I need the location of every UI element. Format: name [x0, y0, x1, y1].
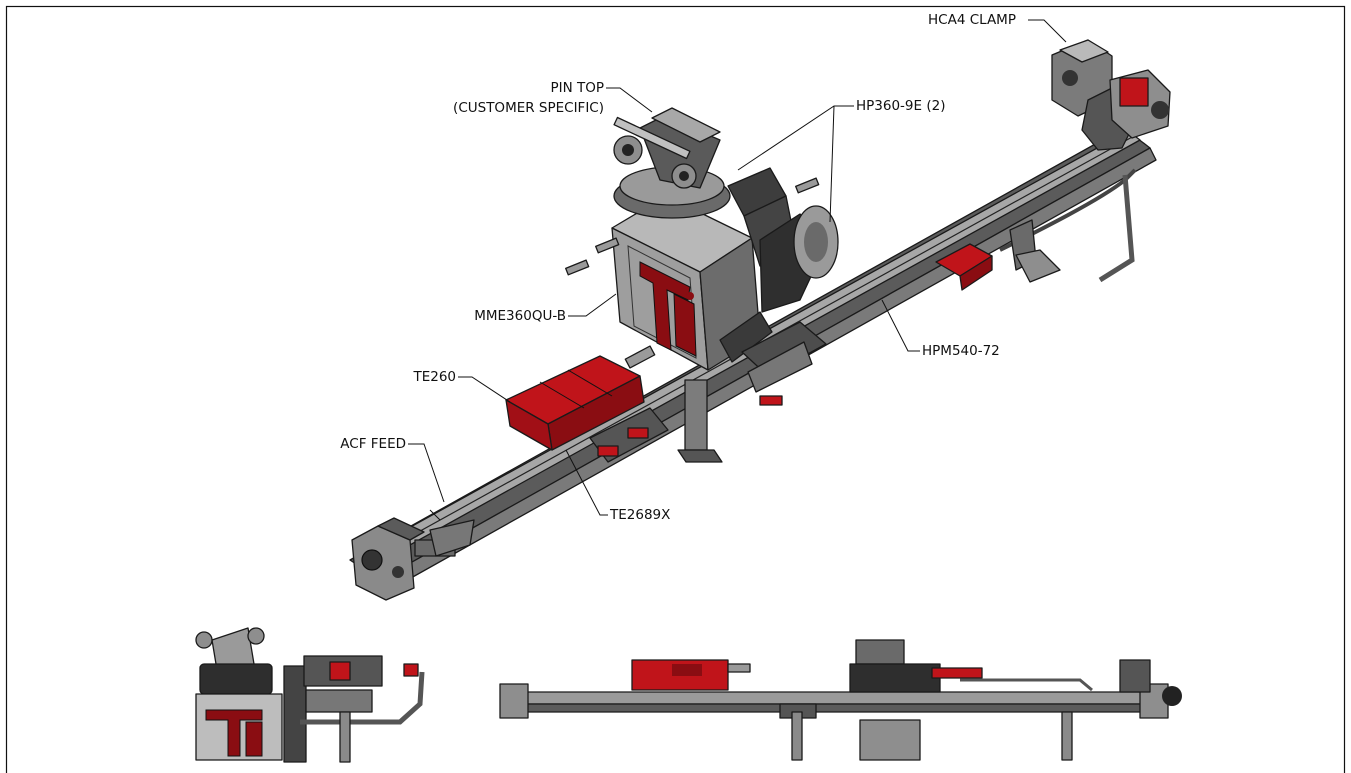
side-view	[499, 639, 1182, 761]
hca4-clamp	[1051, 39, 1171, 151]
rear-hose-bracket	[935, 168, 1137, 291]
feed-front-end	[351, 517, 475, 601]
label-hpm540: HPM540-72	[922, 343, 1000, 359]
label-hp360: HP360-9E (2)	[856, 98, 945, 114]
pin-top	[613, 107, 731, 219]
isometric-view	[349, 39, 1171, 601]
label-te2689x: TE2689X	[609, 507, 670, 523]
label-pin-top-note: (CUSTOMER SPECIFIC)	[453, 100, 604, 116]
hp360-motors	[719, 167, 839, 363]
label-hca4-clamp: HCA4 CLAMP	[928, 12, 1016, 28]
te2689x-centralizer	[589, 407, 669, 463]
label-pin-top: PIN TOP	[550, 80, 604, 96]
te260-drifter	[505, 345, 656, 451]
drawing-border	[5, 5, 1346, 773]
mid-valve-bank	[741, 321, 827, 406]
callouts: HCA4 CLAMP PIN TOP (CUSTOMER SPECIFIC) H…	[340, 12, 1067, 523]
end-view	[195, 627, 425, 763]
tei-logo	[639, 261, 697, 357]
label-te260: TE260	[412, 369, 456, 385]
label-acf-feed: ACF FEED	[340, 436, 406, 452]
bolts	[565, 177, 820, 276]
label-mme360: MME360QU-B	[474, 308, 566, 324]
